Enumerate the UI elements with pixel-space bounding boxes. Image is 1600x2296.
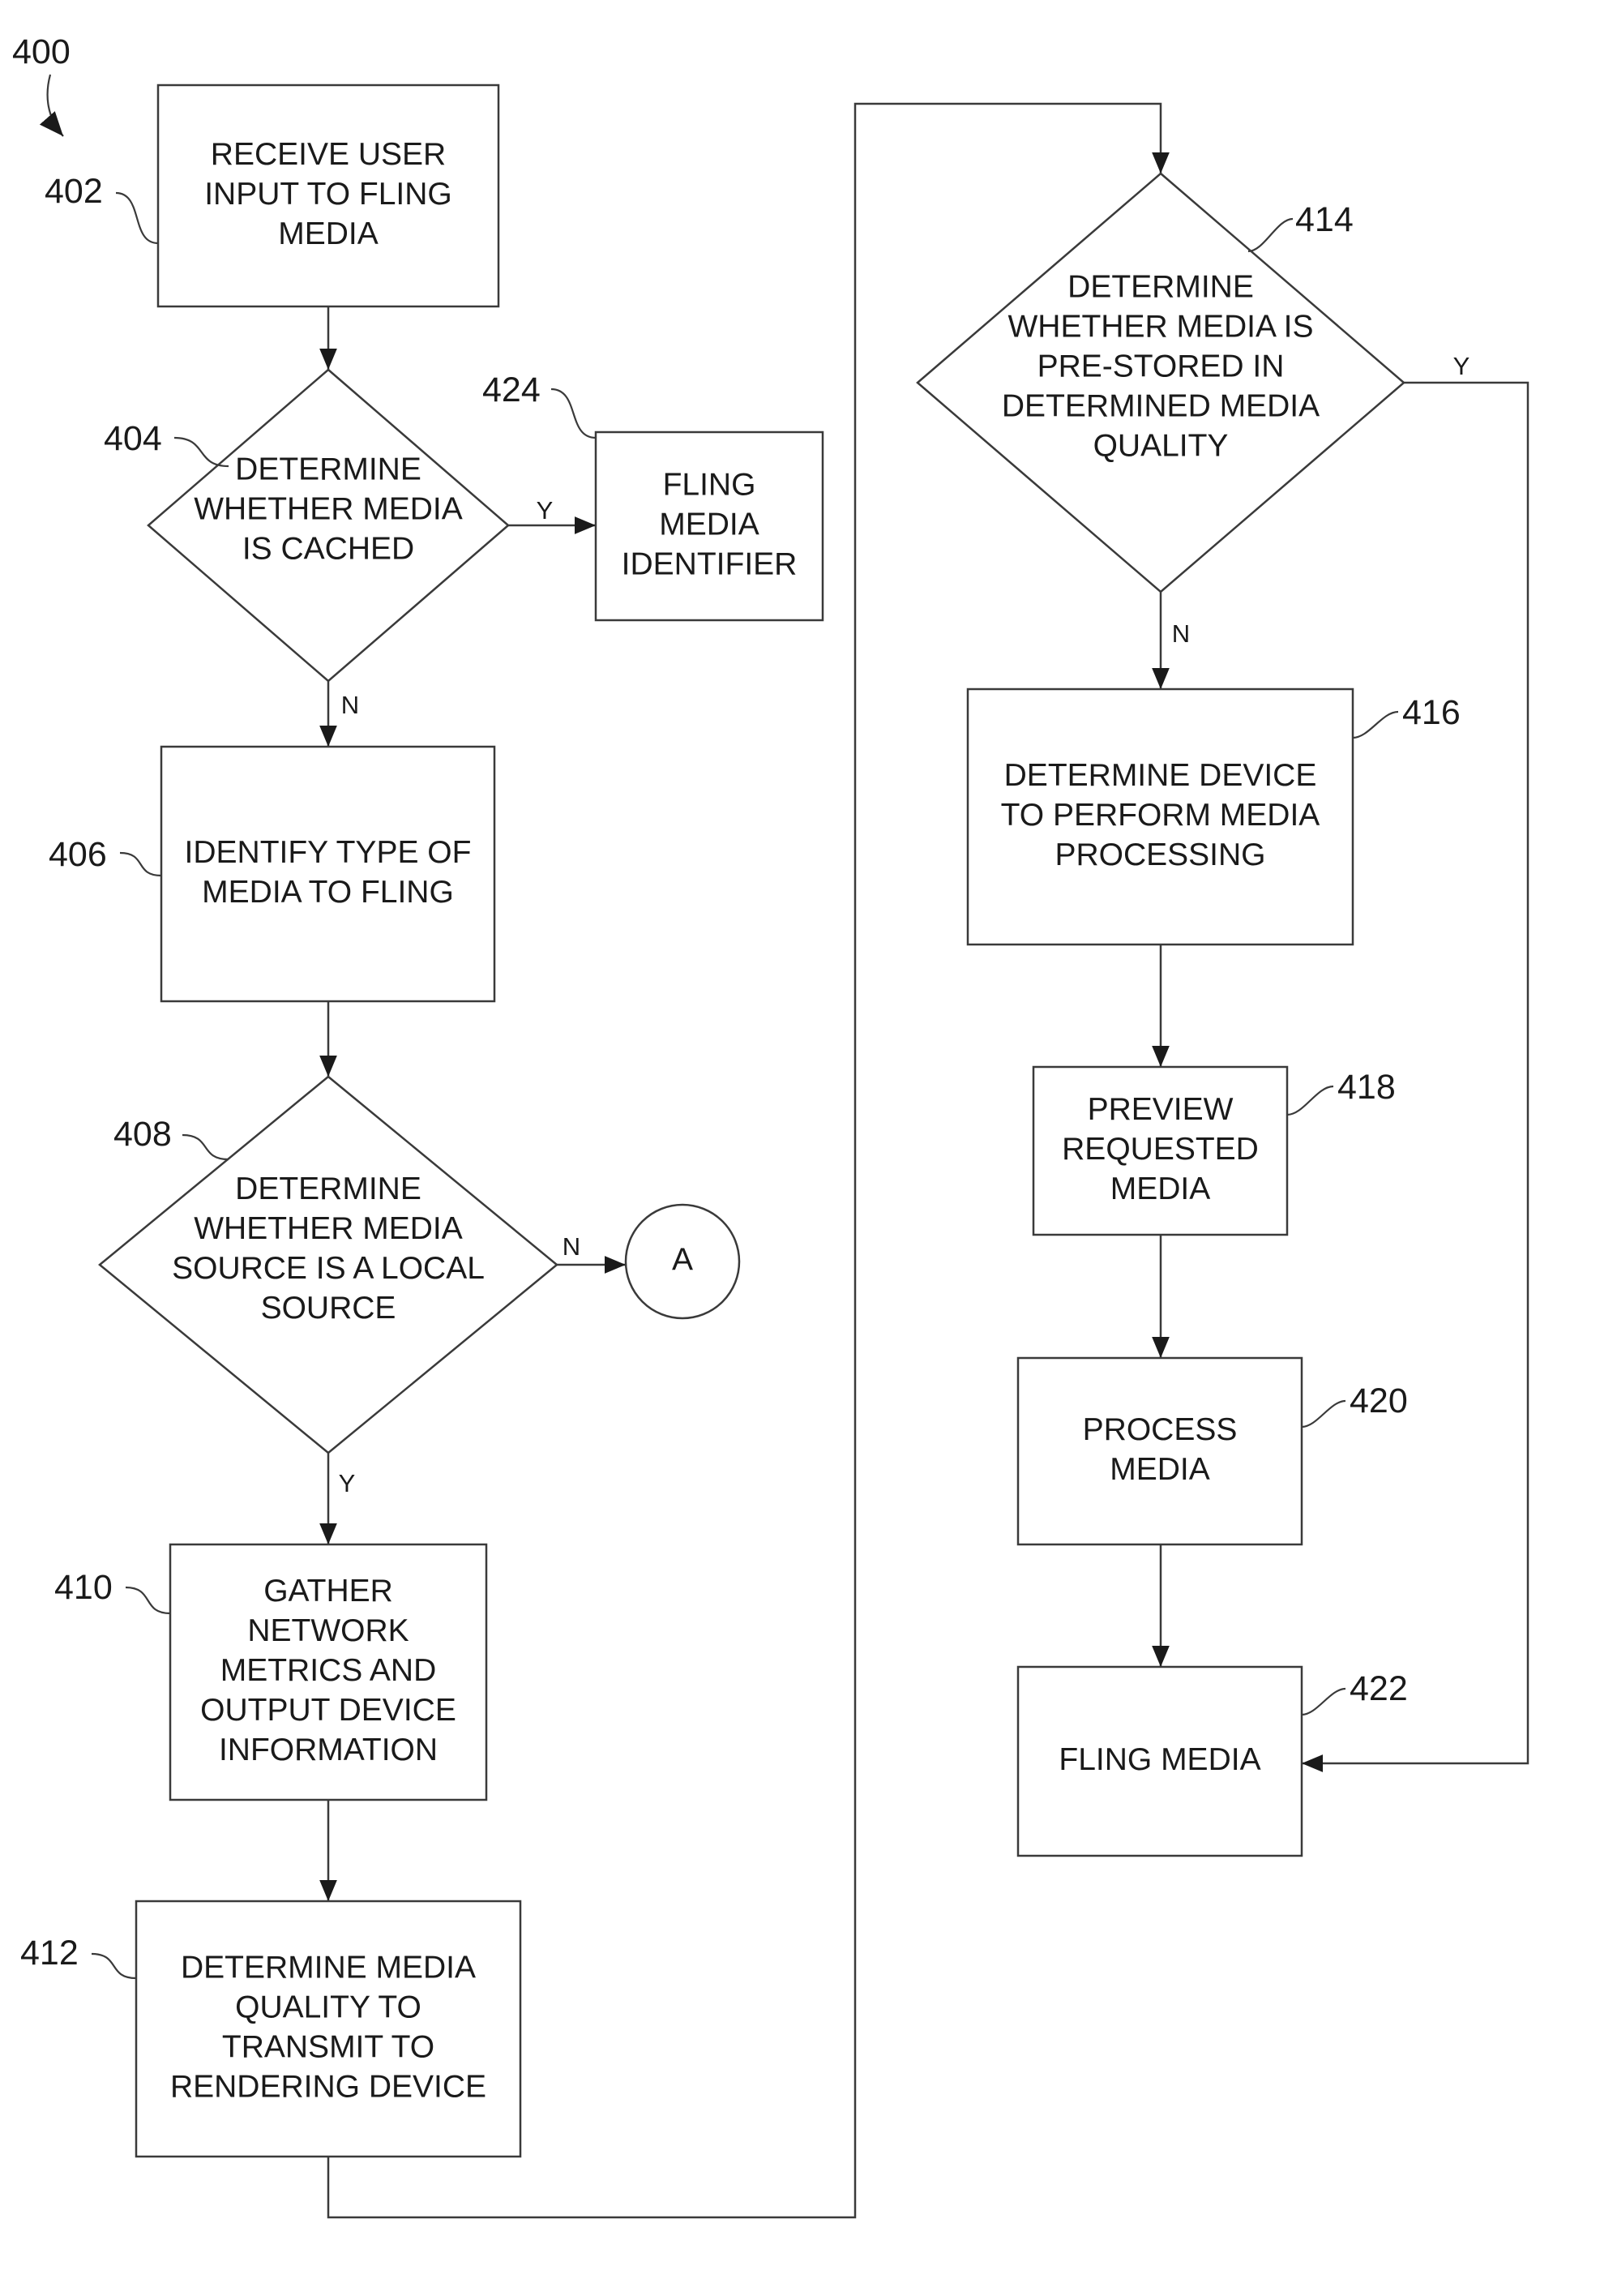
ref-numeral-408: 408 [113, 1115, 172, 1154]
decision-404: DETERMINE WHETHER MEDIA IS CACHED [148, 370, 508, 681]
node-text-line: DETERMINE MEDIA [181, 1950, 476, 1985]
node-text-line: NETWORK [247, 1613, 409, 1648]
ref-leader-420 [1302, 1401, 1345, 1427]
node-text-line: A [672, 1242, 693, 1277]
node-text-line: IDENTIFIER [622, 546, 798, 581]
process-box-412: DETERMINE MEDIA QUALITY TO TRANSMIT TO REND… [136, 1901, 520, 2157]
node-text-line: SOURCE [261, 1291, 396, 1326]
ref-leader-424 [551, 389, 596, 438]
node-text-line: DETERMINED MEDIA [1002, 388, 1320, 423]
process-box-416: DETERMINE DEVICE TO PERFORM MEDIA PROCESSI… [968, 689, 1353, 945]
node-text-line: QUALITY [1093, 428, 1229, 463]
node-text-line: IS CACHED [242, 531, 414, 566]
node-text-line: DETERMINE [235, 1172, 421, 1206]
node-text-line: METRICS AND [220, 1653, 437, 1688]
ref-leader-408 [182, 1135, 229, 1159]
node-text-line: PROCESS [1083, 1412, 1238, 1447]
ref-leader-410 [126, 1587, 170, 1613]
edge-label-408-to-A: N [563, 1232, 580, 1261]
process-box-422: FLING MEDIA [1018, 1667, 1302, 1856]
ref-numeral-406: 406 [49, 835, 107, 874]
node-text-line: DETERMINE [1067, 269, 1254, 304]
ref-leader-406 [120, 853, 161, 876]
edge-label-408-to-410: Y [339, 1469, 356, 1497]
edge-label-414-to-416: N [1172, 619, 1190, 648]
node-text-line: WHETHER MEDIA IS [1007, 309, 1313, 344]
edge-414-to-422 [1302, 383, 1528, 1763]
ref-numeral-424: 424 [482, 371, 541, 409]
connector-A: A [626, 1205, 739, 1318]
edge-label-404-to-406: N [341, 691, 359, 719]
ref-numeral-402: 402 [45, 172, 103, 211]
ref-leader-414 [1248, 219, 1293, 251]
ref-leader-416 [1353, 712, 1398, 738]
node-text-line: WHETHER MEDIA [194, 1211, 463, 1246]
node-text-A: A [672, 1242, 693, 1277]
node-text-line: INFORMATION [219, 1733, 438, 1767]
ref-numeral-416: 416 [1402, 693, 1461, 732]
ref-numeral-414: 414 [1295, 200, 1354, 239]
node-text-line: FLING MEDIA [1059, 1742, 1260, 1777]
node-text-line: PRE-STORED IN [1037, 349, 1285, 383]
ref-numeral-422: 422 [1350, 1669, 1408, 1708]
edge-label-414-to-422: Y [1453, 352, 1470, 380]
node-text-line: REQUESTED [1062, 1132, 1259, 1167]
ref-leader-422 [1302, 1689, 1345, 1715]
node-text-line: TO PERFORM MEDIA [1001, 798, 1320, 833]
node-text-line: PREVIEW [1088, 1092, 1234, 1127]
node-text-line: MEDIA [1110, 1452, 1210, 1487]
ref-leader-418 [1287, 1086, 1333, 1115]
edge-label-404-to-424: Y [537, 496, 554, 525]
ref-numeral-410: 410 [54, 1568, 113, 1607]
node-text-line: MEDIA [1110, 1172, 1211, 1206]
node-text-line: TRANSMIT TO [222, 2029, 434, 2064]
process-box-406: IDENTIFY TYPE OF MEDIA TO FLING [161, 747, 494, 1001]
node-text-line: WHETHER MEDIA [194, 491, 463, 526]
ref-numeral-420: 420 [1350, 1381, 1408, 1420]
node-text-line: MEDIA TO FLING [202, 875, 454, 910]
node-text-line: SOURCE IS A LOCAL [172, 1251, 485, 1286]
process-box-424: FLING MEDIA IDENTIFIER [596, 432, 823, 620]
node-text-line: DETERMINE [235, 452, 421, 486]
figure-ref-numeral: 400 [12, 32, 71, 71]
node-text-line: OUTPUT DEVICE [200, 1693, 456, 1728]
ref-leader-402 [116, 193, 158, 243]
figure-ref-arrow [48, 75, 63, 136]
node-text-line: MEDIA [278, 216, 379, 251]
node-text-line: RECEIVE USER [211, 137, 446, 172]
node-text-line: DETERMINE DEVICE [1004, 758, 1317, 793]
node-text-line: RENDERING DEVICE [170, 2069, 486, 2104]
process-box-418: PREVIEW REQUESTED MEDIA [1033, 1067, 1287, 1235]
process-box-420: PROCESS MEDIA [1018, 1358, 1302, 1544]
node-text-422: FLING MEDIA [1059, 1742, 1260, 1777]
process-box-402: RECEIVE USER INPUT TO FLING MEDIA [158, 85, 498, 306]
ref-leader-412 [92, 1954, 136, 1978]
process-box-410: GATHER NETWORK METRICS AND OUTPUT DEVICE INF… [170, 1544, 486, 1800]
node-text-line: QUALITY TO [235, 1990, 421, 2024]
ref-numeral-418: 418 [1337, 1068, 1396, 1107]
node-text-line: INPUT TO FLING [204, 177, 452, 212]
node-text-line: IDENTIFY TYPE OF [185, 835, 472, 870]
node-text-line: MEDIA [659, 507, 759, 542]
ref-numeral-412: 412 [20, 1934, 79, 1973]
ref-numeral-404: 404 [104, 419, 162, 458]
node-text-line: FLING [663, 467, 756, 502]
node-text-line: PROCESSING [1055, 837, 1265, 872]
node-text-line: GATHER [263, 1574, 393, 1608]
